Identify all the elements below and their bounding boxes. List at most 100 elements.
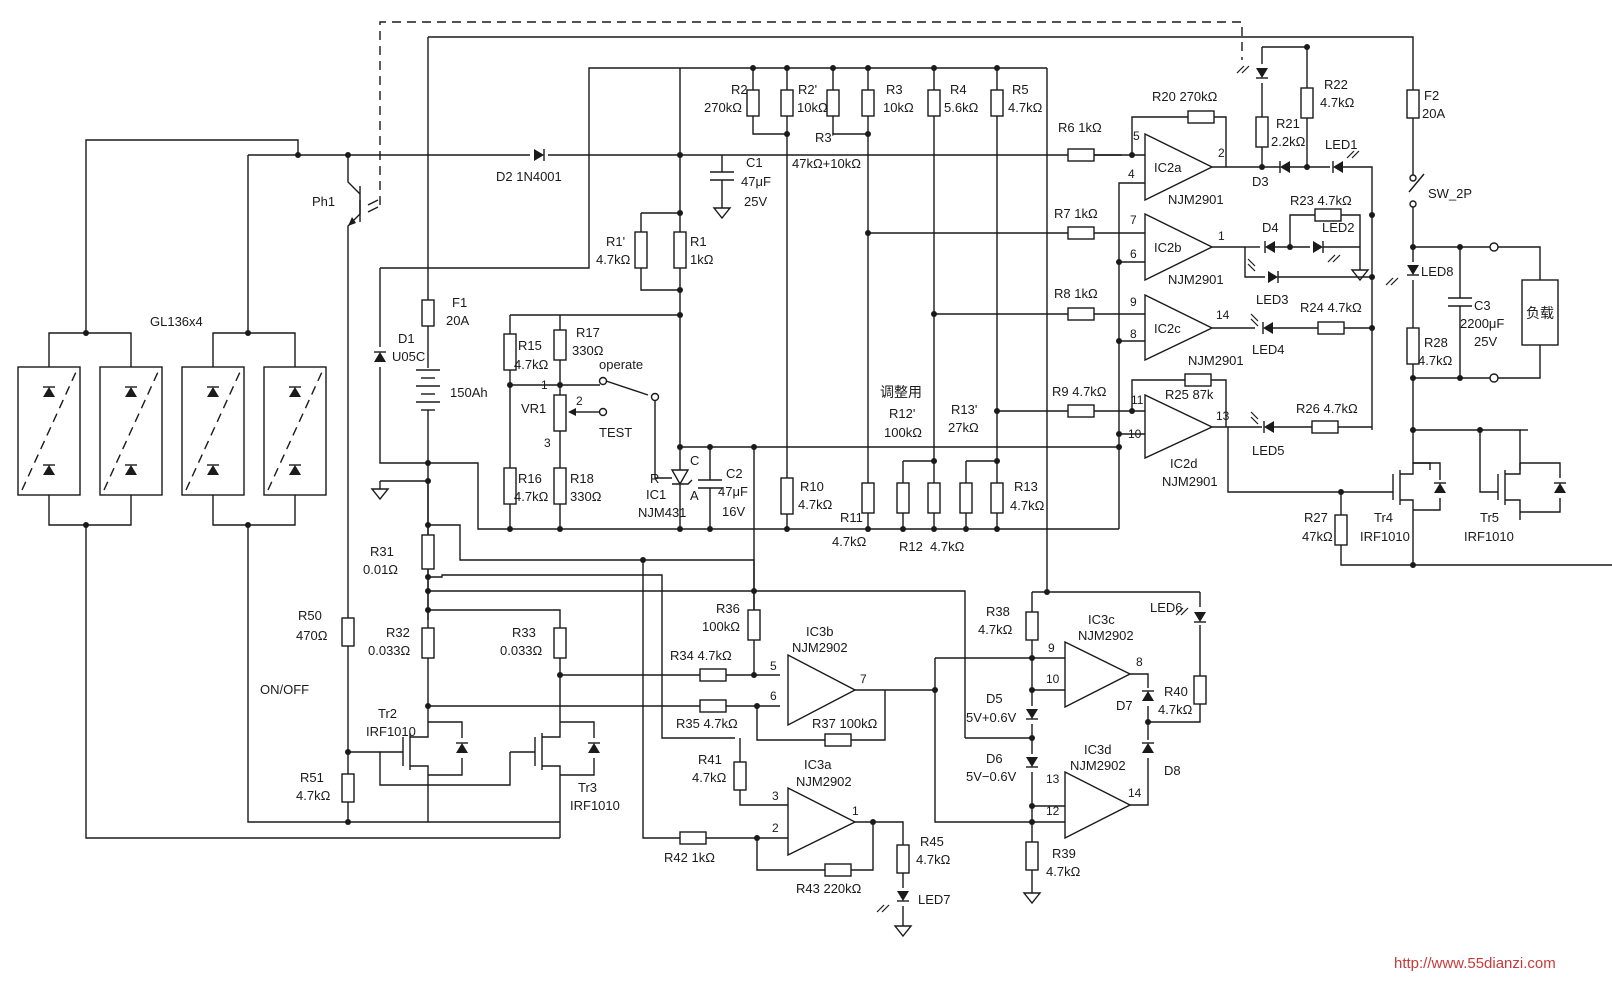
ic2a-label: IC2a	[1154, 160, 1182, 175]
svg-text:11: 11	[1131, 393, 1144, 407]
ic2c-label: IC2c	[1154, 321, 1181, 336]
led3-label: LED3	[1256, 292, 1289, 307]
r35-label: R35 4.7kΩ	[676, 716, 738, 731]
charge-switch-section: R31 0.01Ω R32 0.033Ω R33 0.033Ω R50 470Ω…	[260, 481, 966, 838]
svg-text:16V: 16V	[722, 504, 745, 519]
svg-text:4.7kΩ: 4.7kΩ	[596, 252, 631, 267]
r10-label: R10	[800, 479, 824, 494]
svg-text:5: 5	[770, 659, 777, 673]
input-section: Ph1 D2 1N4001 C1 47μF 25V	[248, 21, 1243, 620]
svg-text:NJM2902: NJM2902	[1070, 758, 1126, 773]
ic1-label: IC1	[646, 487, 666, 502]
r27-label: R27	[1304, 510, 1328, 525]
r50-label: R50	[298, 608, 322, 623]
d8-label: D8	[1164, 763, 1181, 778]
ic3a-label: IC3a	[804, 757, 832, 772]
r51-label: R51	[300, 770, 324, 785]
svg-text:47kΩ+10kΩ: 47kΩ+10kΩ	[792, 156, 861, 171]
svg-text:4.7kΩ: 4.7kΩ	[1010, 498, 1045, 513]
r6-label: R6 1kΩ	[1058, 120, 1102, 135]
svg-text:14: 14	[1128, 786, 1142, 800]
vr1-label: VR1	[521, 401, 546, 416]
r28-label: R28	[1424, 335, 1448, 350]
svg-text:25V: 25V	[744, 194, 767, 209]
svg-text:10kΩ: 10kΩ	[797, 100, 828, 115]
tr2-label: Tr2	[378, 706, 397, 721]
svg-text:100kΩ: 100kΩ	[702, 619, 740, 634]
ph1-label: Ph1	[312, 194, 335, 209]
r43-label: R43 220kΩ	[796, 881, 862, 896]
r34-label: R34 4.7kΩ	[670, 648, 732, 663]
svg-text:10kΩ: 10kΩ	[883, 100, 914, 115]
svg-text:2200μF: 2200μF	[1460, 316, 1504, 331]
c1-label: C1	[746, 155, 763, 170]
svg-text:330Ω: 330Ω	[572, 343, 604, 358]
svg-text:4.7kΩ: 4.7kΩ	[514, 489, 549, 504]
svg-text:5: 5	[1133, 129, 1140, 143]
svg-text:4.7kΩ: 4.7kΩ	[832, 534, 867, 549]
svg-text:4.7kΩ: 4.7kΩ	[916, 852, 951, 867]
r4-label: R4	[950, 82, 967, 97]
ic2-comparators: R6 1kΩ R7 1kΩ R8 1kΩ R9 4.7kΩ 1 IC2a IC2…	[1052, 89, 1280, 529]
r22-label: R22	[1324, 77, 1348, 92]
r16-label: R16	[518, 471, 542, 486]
svg-text:2.2kΩ: 2.2kΩ	[1271, 134, 1306, 149]
svg-text:C: C	[690, 453, 699, 468]
r31-label: R31	[370, 544, 394, 559]
ic3-amplifiers: R36 100kΩ R34 4.7kΩ R35 4.7kΩ 567 IC3b N…	[640, 444, 1207, 937]
battery-label: 150Ah	[450, 385, 488, 400]
svg-text:4.7kΩ: 4.7kΩ	[1418, 353, 1453, 368]
r13-label: R13	[1014, 479, 1038, 494]
battery-section: F1 20A 150Ah D1 U05C	[371, 36, 1414, 620]
svg-text:4.7kΩ: 4.7kΩ	[296, 788, 331, 803]
r33-label: R33	[512, 625, 536, 640]
r40-label: R40	[1164, 684, 1188, 699]
svg-text:NJM2902: NJM2902	[792, 640, 848, 655]
svg-text:4: 4	[1128, 167, 1135, 181]
r3-label: R3	[886, 82, 903, 97]
svg-text:1: 1	[541, 378, 548, 392]
r5-label: R5	[1012, 82, 1029, 97]
d4-label: D4	[1262, 220, 1279, 235]
panel-label: GL136x4	[150, 314, 203, 329]
r9-label: R9 4.7kΩ	[1052, 384, 1107, 399]
d5-label: D5	[986, 691, 1003, 706]
c3-label: C3	[1474, 298, 1491, 313]
r1-label: R1	[690, 234, 707, 249]
r23-label: R23 4.7kΩ	[1290, 193, 1352, 208]
ic3b-label: IC3b	[806, 624, 833, 639]
svg-text:U05C: U05C	[392, 349, 425, 364]
led6-label: LED6	[1150, 600, 1183, 615]
svg-text:10: 10	[1128, 427, 1142, 441]
sw-label: SW_2P	[1428, 186, 1472, 201]
ic1-r-pin: R	[650, 471, 659, 486]
watermark: http://www.55dianzi.com	[1394, 955, 1556, 972]
svg-text:4.7kΩ: 4.7kΩ	[1046, 864, 1081, 879]
svg-text:0.033Ω: 0.033Ω	[368, 643, 411, 658]
svg-text:3: 3	[544, 436, 551, 450]
tr5-label: Tr5	[1480, 510, 1499, 525]
svg-text:9: 9	[1048, 641, 1055, 655]
r8-label: R8 1kΩ	[1054, 286, 1098, 301]
svg-text:5V+0.6V: 5V+0.6V	[966, 710, 1017, 725]
svg-text:12: 12	[1046, 804, 1060, 818]
svg-text:1: 1	[1218, 229, 1225, 243]
r41-label: R41	[698, 752, 722, 767]
r7-label: R7 1kΩ	[1054, 206, 1098, 221]
svg-text:4.7kΩ: 4.7kΩ	[692, 770, 727, 785]
divider-bank: R2 270kΩ R2' 10kΩ R3' 47kΩ+10kΩ R3 10kΩ …	[428, 65, 1119, 592]
r45-label: R45	[920, 834, 944, 849]
svg-text:9: 9	[1130, 295, 1137, 309]
d2-label: D2 1N4001	[496, 169, 562, 184]
ic3d-label: IC3d	[1084, 742, 1111, 757]
svg-text:25V: 25V	[1474, 334, 1497, 349]
svg-text:NJM2901: NJM2901	[1168, 192, 1224, 207]
f1-label: F1	[452, 295, 467, 310]
led5-label: LED5	[1252, 443, 1285, 458]
svg-text:2: 2	[1218, 146, 1225, 160]
svg-text:4.7kΩ: 4.7kΩ	[514, 357, 549, 372]
svg-text:IRF1010: IRF1010	[570, 798, 620, 813]
c2-label: C2	[726, 466, 743, 481]
svg-text:4.7kΩ: 4.7kΩ	[930, 539, 965, 554]
